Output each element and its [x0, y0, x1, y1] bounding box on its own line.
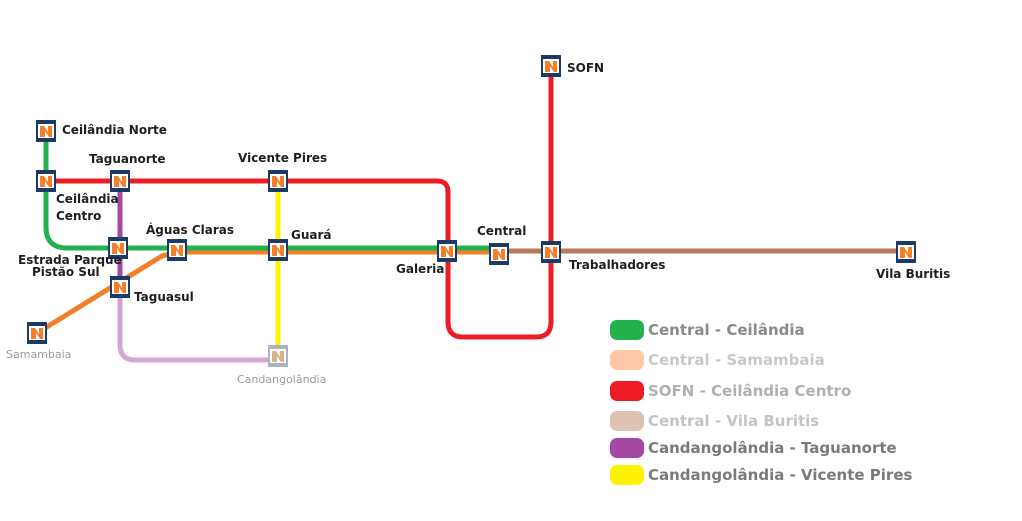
line-lilac: [117, 292, 278, 363]
legend-swatch: [610, 320, 644, 340]
station-label-ceilandia-centro-1: Ceilândia: [56, 192, 119, 206]
line-green: [43, 131, 500, 251]
legend-swatch: [610, 350, 644, 370]
line-red: [46, 66, 554, 340]
metro-station-icon-central: [489, 243, 509, 265]
station-label-aguas-claras: Águas Claras: [146, 223, 235, 237]
metro-station-icon-vicente-pires: [268, 170, 288, 192]
metro-station-icon-ceilandia-norte: [36, 120, 56, 142]
station-label-central: Central: [477, 224, 527, 238]
legend-label: SOFN - Ceilândia Centro: [648, 382, 852, 400]
legend-label: Central - Ceilândia: [648, 321, 805, 339]
station-label-guara: Guará: [291, 228, 332, 242]
metro-station-icon-trabalhadores: [541, 241, 561, 263]
legend-swatch: [610, 381, 644, 401]
metro-station-icon-sofn: [541, 55, 561, 77]
legend-label: Candangolândia - Taguanorte: [648, 439, 897, 457]
station-label-sofn: SOFN: [567, 61, 605, 75]
metro-station-icon-candangolandia: [268, 345, 288, 367]
metro-station-icon-galeria: [437, 240, 457, 262]
station-label-taguasul: Taguasul: [134, 290, 194, 304]
legend-label: Central - Samambaia: [648, 351, 825, 369]
station-label-estrada-parque-2: Pistão Sul: [32, 265, 100, 279]
metro-station-icon-guara: [268, 239, 288, 261]
legend-swatch: [610, 411, 644, 431]
station-label-ceilandia-centro-2: Centro: [56, 209, 102, 223]
legend-item: Central - Ceilândia: [610, 319, 805, 341]
station-label-vila-buritis: Vila Buritis: [876, 267, 951, 281]
legend-item: Central - Samambaia: [610, 349, 825, 371]
metro-station-icon-samambaia: [27, 322, 47, 344]
metro-station-icon-taguasul: [110, 276, 130, 298]
station-label-galeria: Galeria: [396, 262, 445, 276]
metro-station-icon-estrada-parque: [108, 237, 128, 259]
station-label-samambaia: Samambaia: [6, 348, 72, 361]
legend-label: Central - Vila Buritis: [648, 412, 820, 430]
legend-swatch: [610, 465, 644, 485]
legend-item: Candangolândia - Taguanorte: [610, 437, 897, 459]
station-label-vicente-pires: Vicente Pires: [238, 151, 328, 165]
legend-item: Central - Vila Buritis: [610, 410, 819, 432]
station-label-candangolandia: Candangolândia: [237, 373, 327, 386]
metro-station-icon-ceilandia-centro: [36, 170, 56, 192]
station-label-trabalhadores: Trabalhadores: [569, 258, 666, 272]
legend-item: Candangolândia - Vicente Pires: [610, 464, 912, 486]
legend-item: SOFN - Ceilândia Centro: [610, 380, 851, 402]
station-label-taguanorte: Taguanorte: [89, 152, 166, 166]
legend-label: Candangolândia - Vicente Pires: [648, 466, 913, 484]
metro-station-icon-vila-buritis: [896, 241, 916, 263]
legend-swatch: [610, 438, 644, 458]
station-label-estrada-parque-1: Estrada Parque: [18, 253, 122, 267]
metro-station-icon-aguas-claras: [167, 239, 187, 261]
station-label-ceilandia-norte: Ceilândia Norte: [62, 123, 167, 137]
metro-station-icon-taguanorte: [110, 170, 130, 192]
